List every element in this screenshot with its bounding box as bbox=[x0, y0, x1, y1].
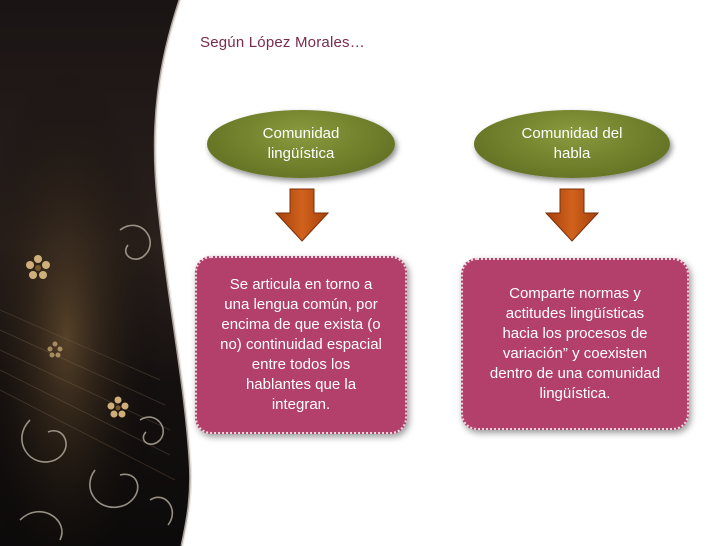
box-comunidad-del-habla-definicion: Comparte normas y actitudes lingüísticas… bbox=[461, 258, 689, 430]
box-text-line: dentro de una comunidad bbox=[489, 365, 661, 382]
box-text-line: hacia los procesos de bbox=[502, 325, 648, 342]
box-comunidad-linguistica-definicion: Se articula en torno a una lengua común,… bbox=[195, 256, 407, 434]
box-text-line: entre todos los bbox=[251, 356, 351, 373]
slide-title: Según López Morales… bbox=[200, 34, 365, 51]
decorative-left-panel bbox=[0, 0, 193, 546]
arrow-down-icon bbox=[274, 188, 330, 242]
box-text-line: Se articula en torno a bbox=[229, 276, 373, 293]
box-text-line: Comparte normas y bbox=[509, 285, 641, 302]
oval-comunidad-linguistica: Comunidad lingüística bbox=[207, 110, 395, 178]
oval-comunidad-del-habla: Comunidad del habla bbox=[474, 110, 670, 178]
box-text-line: hablantes que la bbox=[245, 376, 357, 393]
box-text-line: encima de que exista (o bbox=[221, 316, 381, 333]
box-text-line: no) continuidad espacial bbox=[220, 336, 382, 353]
oval-label-line: Comunidad del bbox=[521, 125, 623, 142]
box-text-line: una lengua común, por bbox=[224, 296, 378, 313]
box-text-line: variación” y coexisten bbox=[502, 345, 648, 362]
oval-label-line: lingüística bbox=[267, 145, 335, 162]
arrow-down-icon bbox=[544, 188, 600, 242]
box-text-line: lingüística. bbox=[539, 385, 611, 402]
box-text-line: actitudes lingüísticas bbox=[505, 305, 645, 322]
oval-label-line: habla bbox=[553, 145, 591, 162]
oval-label-line: Comunidad bbox=[262, 125, 340, 142]
box-text-line: integran. bbox=[271, 396, 331, 413]
